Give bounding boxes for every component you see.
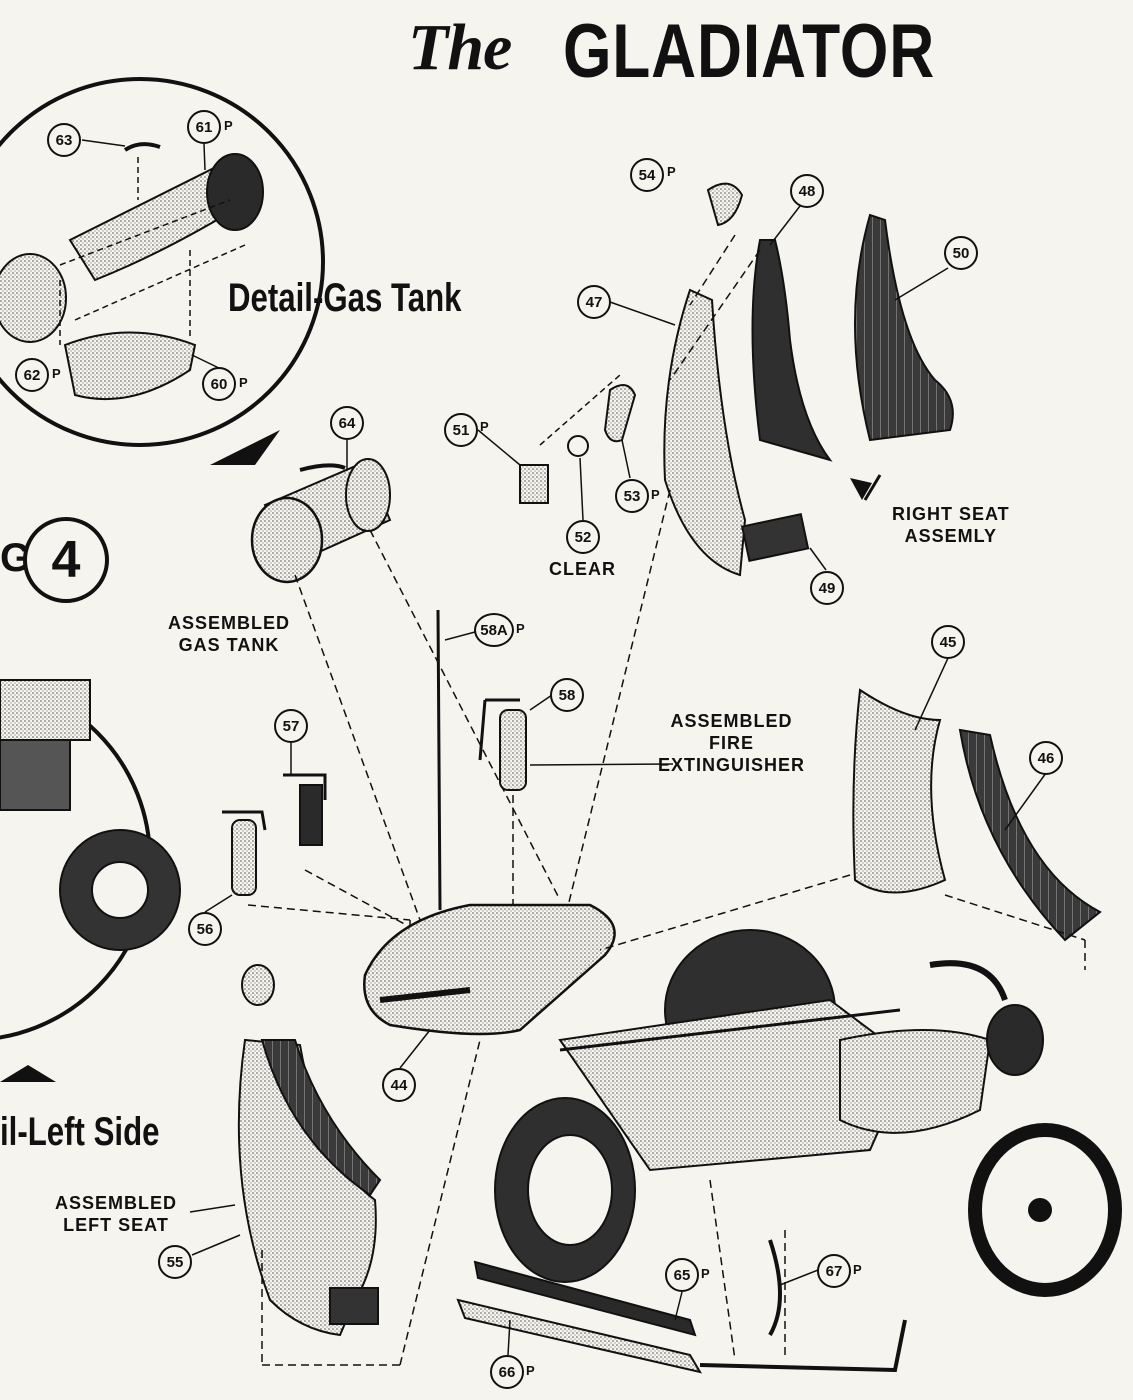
part-number: 56: [196, 920, 214, 938]
caption-line: ASSEMBLED: [55, 1193, 178, 1213]
assembled-left-seat: [237, 964, 481, 1366]
caption-line: ASSEMLY: [904, 526, 998, 546]
part-bubble-53: 53: [615, 479, 649, 513]
part-number: 62: [23, 366, 41, 384]
left-side-detail-inset: [0, 679, 181, 1082]
part-suffix: P: [516, 621, 525, 636]
part-bubble-46: 46: [1029, 741, 1063, 775]
part-suffix: P: [52, 366, 61, 381]
caption-line: ASSEMBLED: [168, 613, 291, 633]
part-number: 65: [673, 1266, 691, 1284]
caption-assembled-gas-tank: ASSEMBLED GAS TANK: [168, 612, 290, 656]
floor-pan-part: [363, 903, 616, 1036]
part-bubble-63: 63: [47, 123, 81, 157]
part-bubble-45: 45: [931, 625, 965, 659]
part-bubble-49: 49: [810, 571, 844, 605]
part-number: 66: [498, 1363, 516, 1381]
part-suffix: P: [701, 1266, 710, 1281]
lamp-parts: [519, 374, 637, 504]
part-bubble-67: 67: [817, 1254, 851, 1288]
part-number: 64: [338, 414, 356, 432]
detail-gas-tank-label: Detail-Gas Tank: [228, 276, 462, 320]
left-seat-parts: [599, 688, 1102, 970]
part-number: 48: [798, 182, 816, 200]
detail-left-side-label: il-Left Side: [0, 1110, 160, 1154]
part-suffix: P: [667, 164, 676, 179]
caption-assembled-left-seat: ASSEMBLED LEFT SEAT: [55, 1192, 177, 1236]
part-number: 58: [558, 686, 576, 704]
part-bubble-47: 47: [577, 285, 611, 319]
part-number: 53: [623, 487, 641, 505]
leader-lines: [81, 139, 1047, 1356]
part-bubble-50: 50: [944, 236, 978, 270]
caption-line: FIRE: [709, 733, 755, 753]
part-bubble-65: 65: [665, 1258, 699, 1292]
trike-body: [494, 929, 1122, 1297]
part-number: 45: [939, 633, 957, 651]
title-prefix: The: [408, 11, 512, 84]
part-bubble-60: 60: [202, 367, 236, 401]
assembled-gas-tank: [250, 458, 561, 921]
part-number: 46: [1037, 749, 1055, 767]
part-number: 60: [210, 375, 228, 393]
part-number: 67: [825, 1262, 843, 1280]
part-number: 57: [282, 717, 300, 735]
caption-line: ASSEMBLED: [670, 711, 793, 731]
part-suffix: P: [480, 419, 489, 434]
caption-line: RIGHT SEAT: [892, 504, 1010, 524]
part-bubble-48: 48: [790, 174, 824, 208]
part-suffix: P: [239, 375, 248, 390]
part-suffix: P: [651, 487, 660, 502]
part-bubble-58a: 58A: [474, 613, 514, 647]
part-bubble-61: 61: [187, 110, 221, 144]
part-number: 52: [574, 528, 592, 546]
gas-tank-detail-inset: [0, 77, 325, 465]
part-number: 54: [638, 166, 656, 184]
part-bubble-56: 56: [188, 912, 222, 946]
part-bubble-54: 54: [630, 158, 664, 192]
caption-clear: CLEAR: [549, 559, 616, 579]
part-number: 61: [195, 118, 213, 136]
part-bubble-57: 57: [274, 709, 308, 743]
part-bubble-58: 58: [550, 678, 584, 712]
part-bubble-44: 44: [382, 1068, 416, 1102]
figure-number: 4: [51, 531, 81, 589]
caption-right-seat-assembly: RIGHT SEAT ASSEMLY: [892, 503, 1010, 547]
part-bubble-66: 66: [490, 1355, 524, 1389]
right-seat-assembly: [544, 182, 954, 1001]
part-number: 55: [166, 1253, 184, 1271]
page-title: GLADIATOR: [563, 9, 936, 94]
part-number: 51: [452, 421, 470, 439]
caption-line: GAS TANK: [178, 635, 280, 655]
part-number: 49: [818, 579, 836, 597]
part-suffix: P: [224, 118, 233, 133]
part-bubble-64: 64: [330, 406, 364, 440]
part-bubble-51: 51: [444, 413, 478, 447]
antenna-and-extinguishers: [222, 609, 527, 980]
caption-assembled-fire-extinguisher: ASSEMBLED FIRE EXTINGUISHER: [658, 710, 805, 776]
figure-number-badge: 4: [23, 517, 109, 603]
part-suffix: P: [853, 1262, 862, 1277]
caption-line: EXTINGUISHER: [658, 755, 806, 775]
part-bubble-62: 62: [15, 358, 49, 392]
caption-line: LEFT SEAT: [63, 1215, 169, 1235]
part-number: 44: [390, 1076, 408, 1094]
exhaust-rails: [456, 1179, 907, 1374]
part-bubble-52: 52: [566, 520, 600, 554]
part-number: 63: [55, 131, 73, 149]
part-bubble-55: 55: [158, 1245, 192, 1279]
part-number: 50: [952, 244, 970, 262]
part-number: 58A: [480, 621, 508, 639]
part-number: 47: [585, 293, 603, 311]
part-suffix: P: [526, 1363, 535, 1378]
